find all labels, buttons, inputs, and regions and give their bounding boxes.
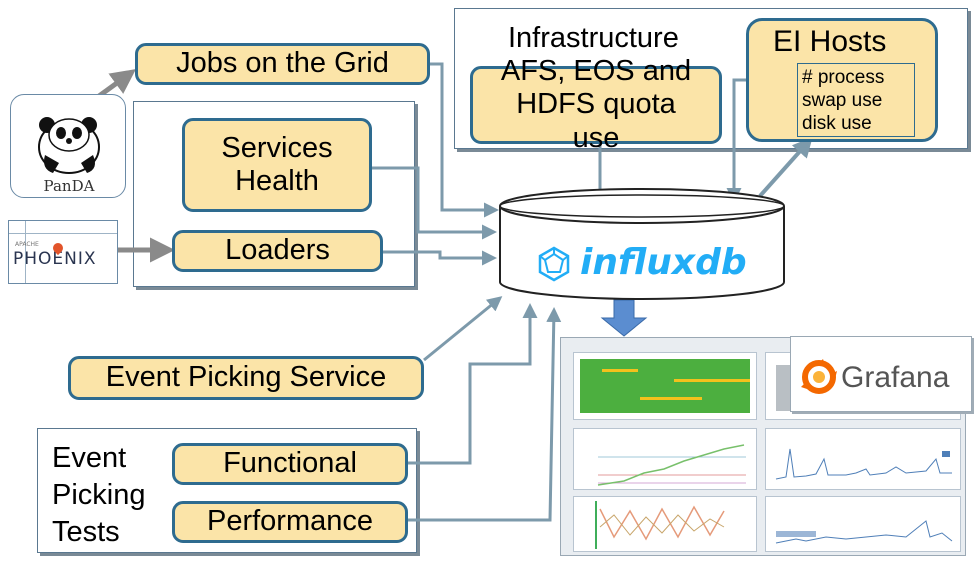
loaders-box: Loaders	[172, 230, 383, 272]
spike-chart-mini-1	[775, 448, 952, 480]
dashboard-spike-panel-2	[765, 496, 961, 552]
ei-hosts-box: EI Hosts # process swap use disk use	[746, 18, 938, 142]
grafana-wordmark: Grafana	[841, 361, 950, 394]
tests-label-line-3: Tests	[52, 516, 120, 548]
phoenix-divider-h	[9, 233, 117, 234]
arrow-loaders-to-influxdb	[383, 250, 497, 266]
grafana-logo-card: Grafana	[790, 336, 972, 412]
panda-logo: PanDA	[10, 94, 126, 198]
arrow-services-to-influxdb	[372, 166, 497, 240]
infrastructure-label: Infrastructure	[508, 22, 679, 54]
arrow-jobs-to-influxdb	[430, 62, 499, 218]
performance-box: Performance	[172, 501, 408, 543]
phoenix-apache-text: APACHE	[15, 241, 39, 248]
dashboard-spike-panel-1	[765, 428, 961, 490]
tests-label-line-1: Event	[52, 442, 127, 474]
phoenix-divider-v	[25, 221, 26, 283]
jobs-on-grid-box: Jobs on the Grid	[135, 43, 430, 85]
influxdb-wordmark: influxdb	[580, 242, 747, 283]
metric-process: # process	[802, 67, 885, 88]
arrow-influxdb-to-grafana	[600, 299, 648, 337]
influxdb-icon	[538, 246, 570, 282]
metric-swap: swap use	[802, 90, 883, 111]
dashboard-line-chart-panel	[573, 428, 757, 490]
line-chart-mini	[597, 444, 746, 486]
panda-text: PanDA	[43, 177, 95, 195]
grafana-icon	[801, 359, 837, 394]
bar-orange-3	[640, 397, 702, 400]
arrow-influxdb-to-eihosts	[758, 137, 813, 198]
spike-chart-mini-2	[775, 520, 953, 544]
arrow-performance-to-influxdb	[408, 307, 562, 522]
zigzag-chart-mini	[595, 501, 725, 549]
phoenix-logo: APACHE PHOENIX	[8, 220, 118, 284]
afs-eos-hdfs-quota-box: AFS, EOS and HDFS quota use	[470, 55, 722, 154]
event-picking-service-box: Event Picking Service	[68, 356, 424, 400]
phoenix-wordmark: PHOENIX	[13, 249, 97, 269]
services-health-box: Services Health	[182, 118, 372, 212]
panda-icon	[38, 117, 100, 174]
ei-hosts-metrics: # process swap use disk use	[797, 63, 915, 137]
tests-label-line-2: Picking	[52, 479, 146, 511]
dashboard-zigzag-panel	[573, 496, 757, 552]
bar-orange-1	[602, 369, 638, 372]
arrow-eps-to-influxdb	[423, 296, 503, 362]
ei-hosts-title: EI Hosts	[773, 25, 887, 58]
dashboard-status-panel	[573, 352, 757, 420]
green-status-block	[580, 359, 750, 413]
metric-disk: disk use	[802, 113, 872, 134]
bar-orange-2	[674, 379, 750, 382]
event-picking-tests-label: Event Picking Tests	[52, 440, 146, 551]
functional-box: Functional	[172, 443, 408, 485]
arrow-functional-to-influxdb	[408, 303, 538, 465]
